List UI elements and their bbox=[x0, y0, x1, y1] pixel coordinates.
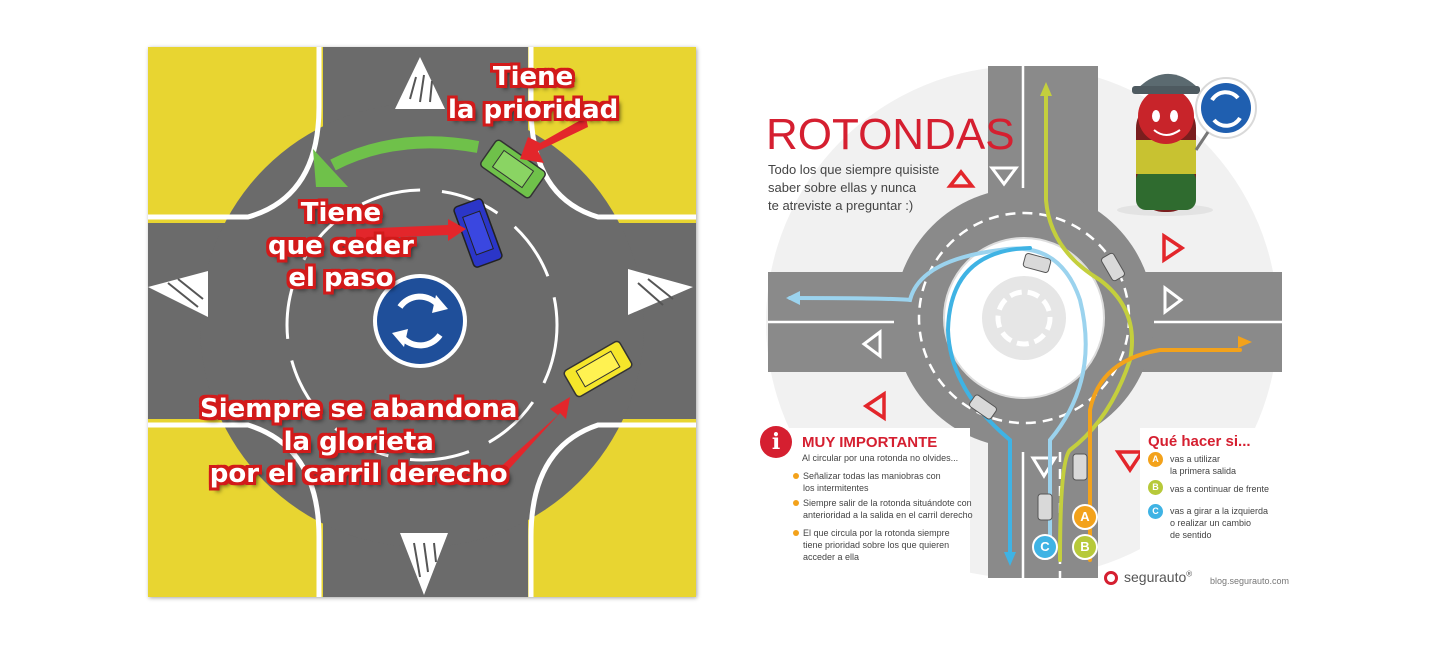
red-yield-triangles bbox=[862, 169, 1186, 474]
important-bullet-2 bbox=[793, 500, 799, 506]
important-intro: Al circular por una rotonda no olvides..… bbox=[802, 453, 959, 463]
green-car bbox=[480, 139, 546, 199]
lane-letter-a: A bbox=[1072, 504, 1098, 530]
option-a-text: vas a utilizar la primera salida bbox=[1170, 454, 1237, 476]
exit-label-line-1: Siempre se abandona bbox=[200, 394, 518, 424]
important-item-1: Señalizar todas las maniobras con los in… bbox=[803, 471, 941, 493]
roundabout-infographic-right: ROTONDAS Todo los que siempre quisiste s… bbox=[760, 60, 1320, 600]
roundabout-left-graphic bbox=[148, 47, 696, 597]
important-item-3: El que circula por la rotonda siempre ti… bbox=[803, 528, 950, 562]
priority-label-line-2: la prioridad bbox=[448, 94, 619, 125]
option-b-text: vas a continuar de frente bbox=[1170, 484, 1270, 494]
what-if-heading: Qué hacer si... bbox=[1148, 433, 1251, 450]
roundabout-sign-icon bbox=[373, 274, 467, 368]
important-bullet-3 bbox=[793, 530, 799, 536]
central-island-inner bbox=[982, 276, 1066, 360]
brand-trademark: ® bbox=[1186, 569, 1193, 579]
option-c-text: vas a girar a la izquierda o realizar un… bbox=[1170, 506, 1269, 540]
red-pointer-arrows bbox=[356, 117, 588, 479]
info-icon: i bbox=[760, 426, 792, 458]
option-a-badge: A bbox=[1148, 452, 1163, 467]
yield-label: Tiene que ceder el paso bbox=[268, 197, 414, 295]
infographic-title: ROTONDAS bbox=[766, 110, 1015, 159]
brand-url[interactable]: blog.segurauto.com bbox=[1210, 576, 1290, 586]
curb-lines bbox=[148, 47, 696, 597]
roundabout-illustration-left: Tiene la prioridad Tiene que ceder el pa… bbox=[148, 47, 696, 597]
priority-label-line-1: Tiene bbox=[492, 62, 574, 92]
yield-label-line-1: Tiene bbox=[300, 198, 382, 228]
officer-mascot-icon bbox=[1117, 73, 1257, 216]
priority-label: Tiene la prioridad bbox=[448, 61, 618, 126]
important-heading: MUY IMPORTANTE bbox=[802, 434, 938, 451]
exit-label: Siempre se abandona la glorieta por el c… bbox=[200, 393, 517, 491]
small-cars bbox=[969, 252, 1125, 521]
exit-label-line-2: la glorieta bbox=[283, 426, 434, 457]
lane-letter-c: C bbox=[1032, 534, 1058, 560]
yellow-car bbox=[563, 340, 633, 398]
yield-triangles bbox=[148, 57, 693, 595]
exit-label-line-3: por el carril derecho bbox=[209, 459, 508, 489]
option-c-badge: C bbox=[1148, 504, 1163, 519]
central-island-mark bbox=[995, 289, 1053, 347]
important-bullet-1 bbox=[793, 473, 799, 479]
infographic-subtitle: Todo los que siempre quisiste saber sobr… bbox=[768, 162, 940, 213]
important-item-2: Siempre salir de la rotonda situándote c… bbox=[803, 498, 973, 520]
roundabout-right-graphic bbox=[760, 66, 1300, 578]
dashed-lane-ring bbox=[285, 188, 559, 462]
yield-label-line-3: el paso bbox=[288, 263, 394, 293]
segurauto-logo-icon bbox=[1104, 571, 1118, 585]
blue-car bbox=[453, 198, 503, 268]
brand-name: segurauto® bbox=[1124, 569, 1192, 585]
green-route-arrow bbox=[313, 136, 480, 187]
option-b-badge: B bbox=[1148, 480, 1163, 495]
brand-name-text: segurauto bbox=[1124, 569, 1187, 585]
yield-label-line-2: que ceder bbox=[268, 230, 414, 261]
lane-letter-b: B bbox=[1072, 534, 1098, 560]
whatif-box-backdrop bbox=[1140, 428, 1300, 568]
